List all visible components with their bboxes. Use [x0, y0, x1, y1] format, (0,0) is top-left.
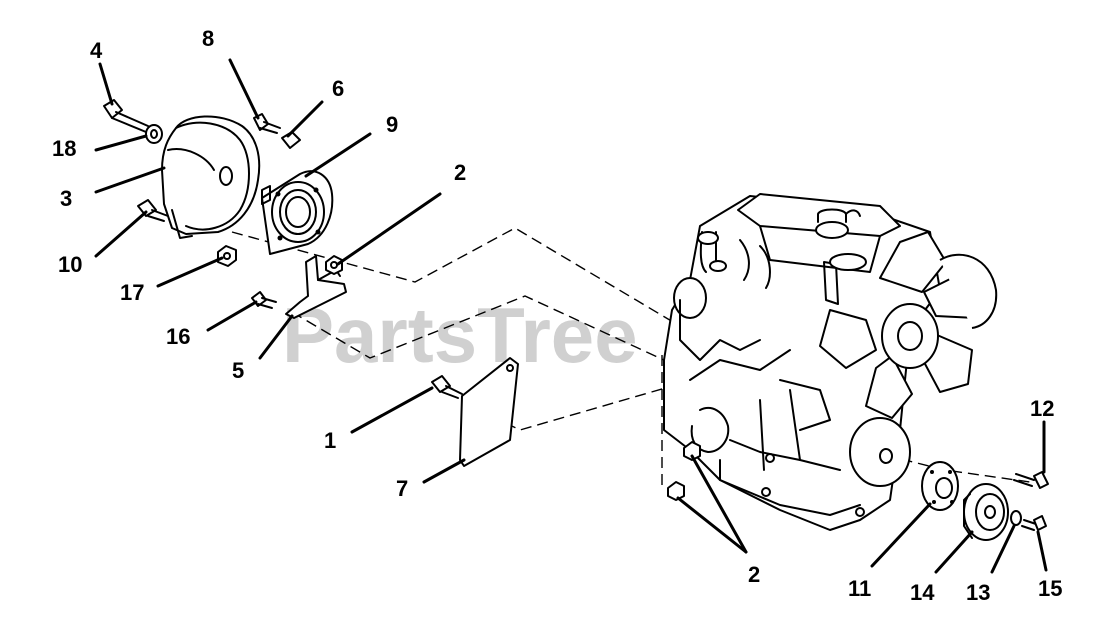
callout-5: 5 — [232, 358, 244, 383]
part-11-hub[interactable] — [921, 461, 959, 511]
part-16-bolt[interactable] — [251, 291, 277, 309]
part-18-washer[interactable] — [145, 124, 163, 144]
part-17-nut[interactable] — [217, 245, 237, 267]
part-1-bolt[interactable] — [431, 375, 463, 399]
callout-17: 17 — [120, 280, 144, 305]
part-10-bolt[interactable] — [137, 199, 169, 222]
callout-14: 14 — [910, 580, 935, 605]
cooling-fan — [819, 231, 998, 419]
callout-2-upper: 2 — [454, 160, 466, 185]
part-4-bolt[interactable] — [103, 99, 149, 133]
callout-12: 12 — [1030, 396, 1054, 421]
part-12-bolt[interactable] — [1013, 471, 1049, 489]
callout-10: 10 — [58, 252, 82, 277]
engine-assembly[interactable] — [663, 193, 998, 531]
callout-labels: 4 8 6 9 18 3 2 10 17 16 5 1 7 12 2 11 14… — [52, 26, 1062, 605]
callout-13: 13 — [966, 580, 990, 605]
part-3-pulley-cover[interactable] — [161, 115, 261, 239]
callout-1: 1 — [324, 428, 336, 453]
callout-18: 18 — [52, 136, 76, 161]
callout-8: 8 — [202, 26, 214, 51]
part-13-washer[interactable] — [1010, 510, 1022, 526]
part-2-nut-upper[interactable] — [325, 255, 343, 275]
part-14-pulley[interactable] — [963, 483, 1009, 541]
callout-6: 6 — [332, 76, 344, 101]
callout-7: 7 — [396, 476, 408, 501]
callout-2-lower: 2 — [748, 562, 760, 587]
callout-16: 16 — [166, 324, 190, 349]
part-9-adapter-flange[interactable] — [261, 170, 334, 255]
part-2-nuts-lower[interactable] — [667, 441, 701, 501]
watermark: PartsTree — [282, 291, 638, 379]
callout-11: 11 — [848, 576, 871, 601]
callout-4: 4 — [90, 38, 103, 63]
callout-3: 3 — [60, 186, 72, 211]
callout-9: 9 — [386, 112, 398, 137]
callout-15: 15 — [1038, 576, 1062, 601]
part-15-bolt[interactable] — [1021, 515, 1047, 531]
leader-lines — [94, 58, 1048, 574]
part-7-plate[interactable] — [459, 357, 519, 467]
